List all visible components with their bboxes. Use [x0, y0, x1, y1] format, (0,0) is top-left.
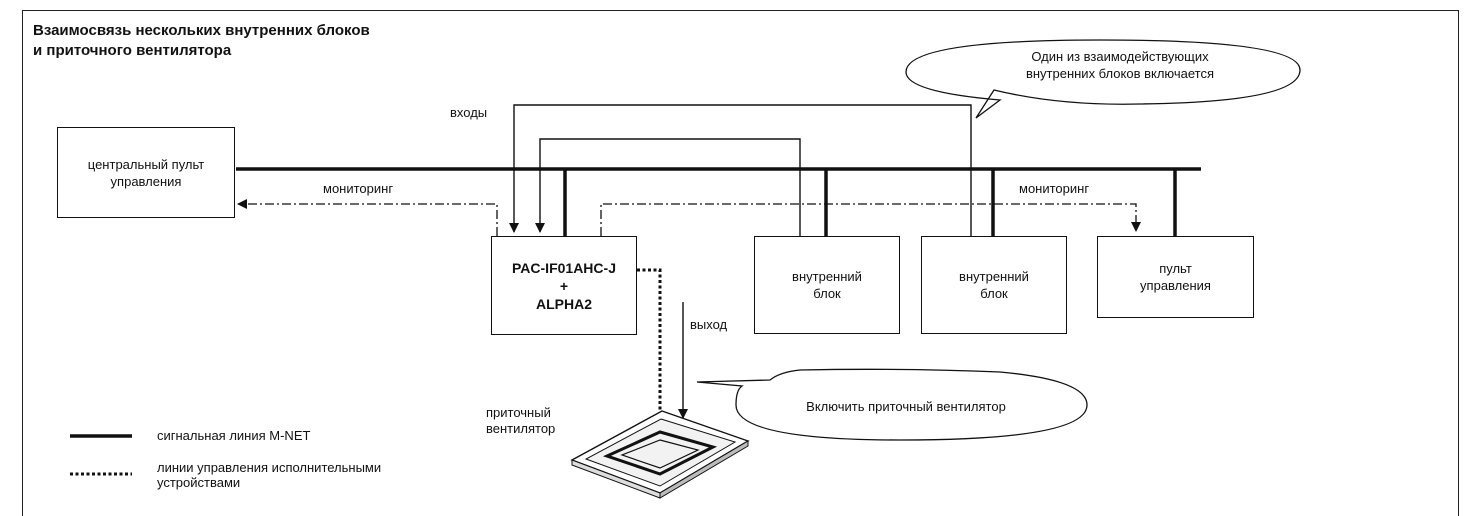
indoor-unit-label-1: внутренний блок	[792, 269, 862, 301]
diagram-frame	[22, 10, 1459, 516]
supply-fan-icon	[570, 410, 750, 499]
input-line-inner	[535, 138, 801, 236]
diagram-title-line-2: и приточного вентилятора	[33, 42, 232, 59]
remote-box: пульт управления	[1097, 236, 1254, 318]
indoor-unit-box-2: внутренний блок	[921, 236, 1067, 334]
monitoring-line-left	[237, 199, 498, 236]
monitoring-line-right	[600, 203, 1141, 236]
adapter-box: PAC-IF01AHC-J + ALPHA2	[491, 236, 637, 335]
output-label: выход	[690, 317, 728, 332]
monitoring-label-right: мониторинг	[1019, 181, 1090, 196]
central-remote-box: центральный пульт управления	[57, 127, 235, 218]
monitoring-label-left: мониторинг	[323, 181, 394, 196]
callout-bubble-top	[905, 39, 1301, 119]
adapter-label: PAC-IF01AHC-J + ALPHA2	[512, 259, 616, 312]
indoor-unit-box-1: внутренний блок	[754, 236, 900, 334]
callout-bottom-text: Включить приточный вентилятор	[806, 399, 1006, 414]
central-remote-label: центральный пульт управления	[87, 156, 205, 189]
callout-top-text: Один из взаимодействующих внутренних бло…	[1025, 49, 1215, 81]
supply-fan-label: приточный вентилятор	[486, 405, 556, 436]
remote-label: пульт управления	[1140, 261, 1211, 293]
actuator-control-line	[637, 268, 662, 424]
legend-control-label: линии управления исполнительными устройс…	[157, 460, 382, 490]
callout-bubble-bottom	[696, 368, 1088, 441]
input-line-outer	[509, 104, 972, 236]
diagram-title-line-1: Взаимосвязь нескольких внутренних блоков	[33, 22, 370, 39]
indoor-unit-label-2: внутренний блок	[959, 269, 1029, 301]
legend-mnet-label: сигнальная линия M-NET	[157, 428, 311, 443]
inputs-label: входы	[450, 105, 488, 120]
